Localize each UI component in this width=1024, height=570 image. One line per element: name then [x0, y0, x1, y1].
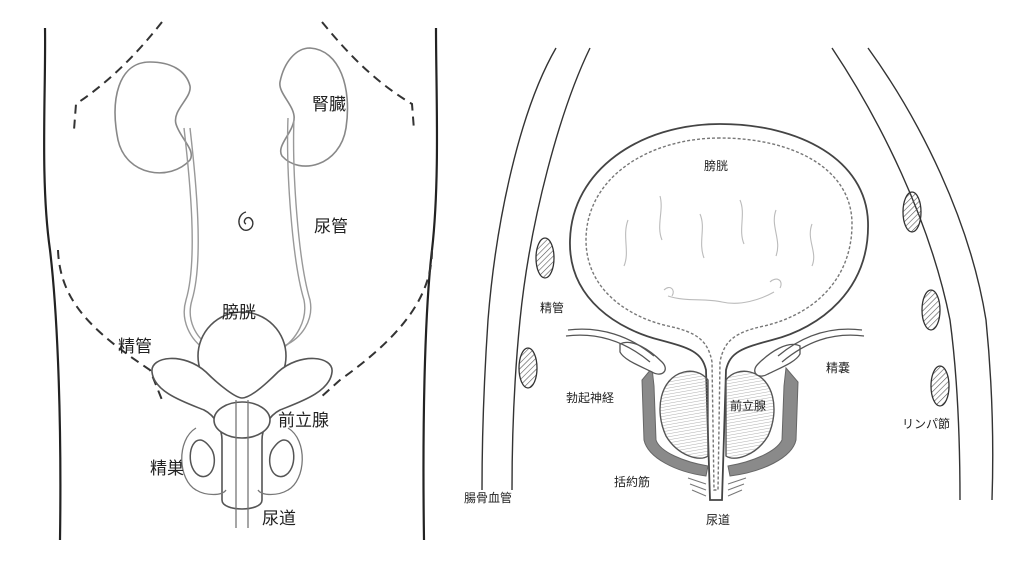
- muscle-gray-right: [727, 366, 799, 477]
- pelvis-line-right: [319, 249, 433, 399]
- seminal-vesicle-right: [754, 343, 801, 377]
- label-urethra-section: 尿道: [706, 513, 730, 527]
- label-ureter: 尿管: [314, 217, 348, 237]
- lymph-node-2: [921, 289, 941, 331]
- label-kidney: 腎臓: [312, 95, 346, 115]
- sphincter-lines: [687, 477, 747, 497]
- kidney-right: [279, 47, 349, 167]
- label-prostate-front: 前立腺: [278, 411, 329, 431]
- pelvic-wall-left-outer: [481, 47, 557, 491]
- label-sphincter: 括約筋: [614, 474, 650, 489]
- right-panel-section-view: 膀胱 精管 精嚢 勃起神経 前立腺 リンパ節 括約筋 腸骨血管 尿道: [464, 47, 994, 527]
- label-vas-deferens-front: 精管: [118, 337, 152, 357]
- label-bladder-section: 膀胱: [704, 158, 728, 173]
- ureter-left-inner: [189, 127, 211, 347]
- navel-icon: [238, 211, 254, 231]
- label-vas-deferens-section: 精管: [540, 300, 564, 315]
- vas-left-2: [565, 334, 651, 363]
- scrotum-right: [257, 427, 303, 496]
- ureter-left: [183, 127, 207, 351]
- left-panel-front-view: 腎臓 尿管 膀胱 精管 前立腺 精巣 尿道: [43, 21, 439, 541]
- vas-left: [567, 328, 655, 357]
- scrotum-left: [181, 427, 227, 496]
- prostate-front: [213, 401, 271, 439]
- label-erectile-nerve: 勃起神経: [566, 391, 614, 405]
- lymph-node-1: [902, 191, 922, 233]
- pelvis-line-left: [57, 249, 163, 401]
- vessel-left-2: [518, 347, 538, 389]
- vas-right: [777, 328, 863, 357]
- pelvic-wall-right-outer: [867, 47, 994, 501]
- label-lymph-node: リンパ節: [902, 416, 950, 431]
- pelvic-wall-right-inner: [831, 47, 961, 501]
- label-urethra-front: 尿道: [262, 509, 296, 529]
- prostate-lobe-right: [725, 370, 775, 459]
- testis-right: [268, 439, 295, 478]
- vas-right-2: [781, 334, 865, 363]
- rib-line-right: [321, 21, 415, 131]
- prostate-lobe-left: [659, 370, 709, 459]
- label-prostate-section: 前立腺: [730, 398, 766, 413]
- ureter-right: [279, 117, 306, 351]
- kidney-left: [114, 61, 193, 174]
- muscle-gray-left: [641, 366, 709, 477]
- vessel-left-1: [535, 237, 555, 279]
- label-bladder-front: 膀胱: [222, 303, 256, 323]
- label-testis: 精巣: [150, 459, 184, 479]
- bladder-wrinkles: [623, 195, 815, 304]
- lymph-node-3: [930, 365, 950, 407]
- ureter-right-inner: [283, 117, 312, 347]
- rib-line-left: [73, 21, 163, 131]
- bladder-section-inner: [585, 137, 853, 491]
- body-outline-left: [43, 27, 62, 541]
- label-seminal-vesicle: 精嚢: [826, 360, 850, 375]
- testis-left: [189, 439, 216, 478]
- pelvic-wall-left-inner: [511, 47, 591, 491]
- label-iliac-vessels: 腸骨血管: [464, 490, 512, 505]
